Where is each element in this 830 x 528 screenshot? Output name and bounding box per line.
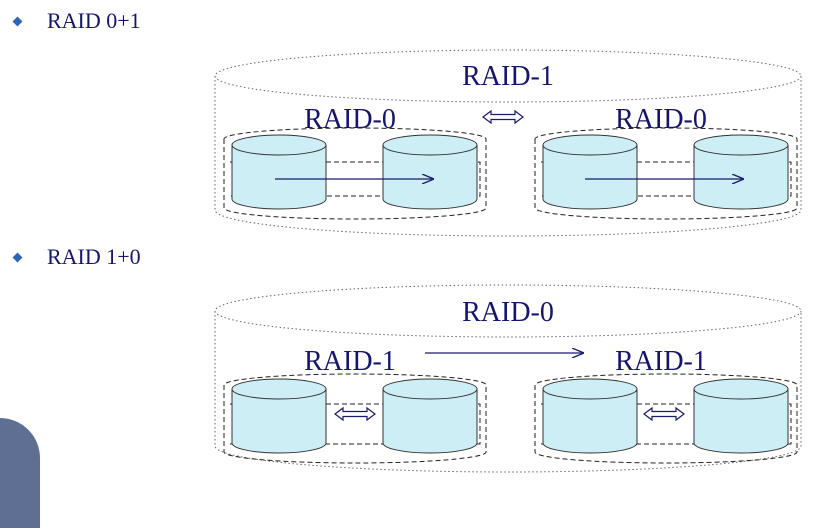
outer-raid-1-cylinder bbox=[214, 49, 802, 237]
disk-icon bbox=[382, 378, 478, 454]
bullet-raid-0-plus-1: RAID 0+1 bbox=[12, 8, 141, 34]
mirror-outline bbox=[230, 403, 481, 445]
bullet-label: RAID 0+1 bbox=[47, 8, 141, 33]
disk-icon bbox=[231, 378, 327, 454]
stripe-outline bbox=[230, 161, 481, 197]
disk-icon bbox=[542, 378, 638, 454]
disk-icon bbox=[693, 134, 789, 210]
left-raid-0-group bbox=[223, 127, 487, 220]
mirror-double-arrow-icon bbox=[643, 407, 685, 421]
disk-icon bbox=[693, 378, 789, 454]
group-outline bbox=[534, 127, 798, 220]
right-group-label: RAID-1 bbox=[615, 346, 707, 377]
mirror-double-arrow-icon bbox=[482, 110, 524, 124]
bullet-raid-1-plus-0: RAID 1+0 bbox=[12, 244, 141, 270]
raid-1-plus-0-diagram: RAID-0 RAID-1 RAID-1 bbox=[214, 284, 802, 473]
stripe-outline bbox=[541, 161, 792, 197]
right-raid-1-group bbox=[534, 373, 798, 464]
left-raid-1-group bbox=[223, 373, 487, 464]
raid-diagram-canvas: RAID-1 RAID-0 RAID-0 RAID-0 bbox=[214, 49, 802, 473]
group-outline bbox=[223, 127, 487, 220]
outer-raid-label: RAID-0 bbox=[462, 297, 554, 328]
left-group-label: RAID-0 bbox=[304, 104, 396, 135]
mirror-outline bbox=[541, 403, 792, 445]
disk-icon bbox=[542, 134, 638, 210]
mirror-double-arrow-icon bbox=[334, 407, 376, 421]
outer-raid-0-cylinder bbox=[214, 284, 802, 473]
outer-raid-label: RAID-1 bbox=[462, 61, 554, 92]
raid-0-plus-1-diagram: RAID-1 RAID-0 RAID-0 bbox=[214, 49, 802, 237]
disk-icon bbox=[382, 134, 478, 210]
group-outline bbox=[534, 373, 798, 464]
bullet-label: RAID 1+0 bbox=[47, 244, 141, 269]
left-group-label: RAID-1 bbox=[304, 346, 396, 377]
disk-icon bbox=[231, 134, 327, 210]
group-outline bbox=[223, 373, 487, 464]
right-group-label: RAID-0 bbox=[615, 104, 707, 135]
right-raid-0-group bbox=[534, 127, 798, 220]
